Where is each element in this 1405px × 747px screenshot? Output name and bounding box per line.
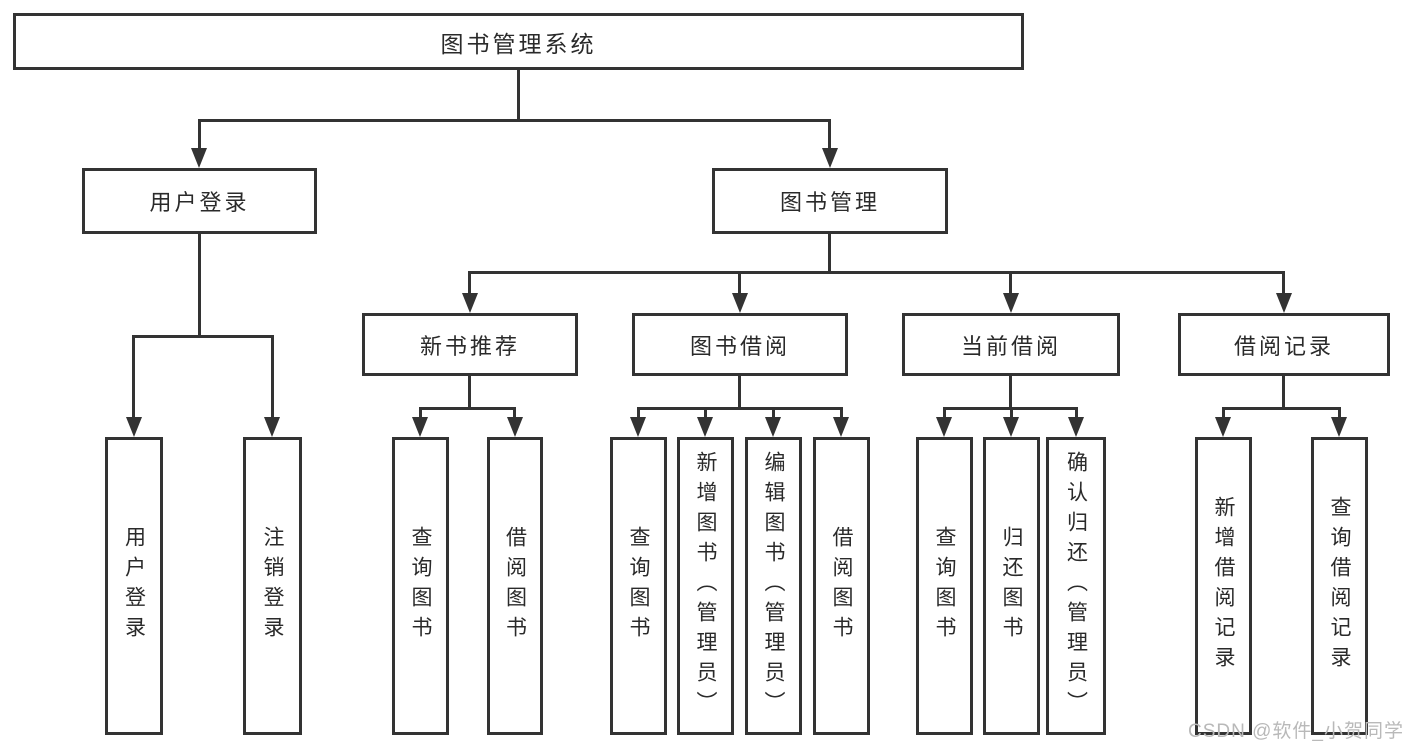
connector-line: [271, 335, 274, 419]
arrow-down-icon: [1331, 417, 1347, 437]
connector-line: [517, 70, 520, 122]
arrow-down-icon: [1276, 293, 1292, 313]
connector-line: [1282, 376, 1285, 410]
connector-line: [468, 376, 471, 410]
arrow-down-icon: [732, 293, 748, 313]
leaf-label: 新增图书（管理员）: [694, 451, 717, 721]
connector-line: [468, 271, 1285, 274]
arrow-down-icon: [1003, 293, 1019, 313]
connector-line: [198, 119, 831, 122]
leaf-edit-book-admin: 编辑图书（管理员）: [745, 437, 802, 735]
arrow-down-icon: [630, 417, 646, 437]
leaf-confirm-return-admin: 确认归还（管理员）: [1046, 437, 1106, 735]
node-label: 图书管理: [779, 190, 880, 215]
leaf-query-books-recommend: 查询图书: [392, 437, 449, 735]
node-library-management-system: 图书管理系统: [13, 13, 1024, 70]
node-label: 借阅记录: [1233, 333, 1334, 359]
connector-line: [132, 335, 135, 419]
node-label: 新书推荐: [419, 333, 520, 359]
arrow-down-icon: [462, 293, 478, 313]
connector-line: [198, 119, 201, 152]
connector-line: [840, 407, 843, 421]
connector-line: [1009, 376, 1012, 410]
connector-line: [1010, 407, 1013, 421]
node-current-borrowing: 当前借阅: [902, 313, 1120, 376]
leaf-label: 查询图书: [627, 526, 650, 646]
connector-line: [738, 376, 741, 410]
node-book-management: 图书管理: [712, 168, 948, 234]
leaf-query-borrow-record: 查询借阅记录: [1311, 437, 1368, 735]
arrow-down-icon: [1068, 417, 1084, 437]
node-new-book-recommendation: 新书推荐: [362, 313, 578, 376]
leaf-add-book-admin: 新增图书（管理员）: [677, 437, 734, 735]
connector-line: [1222, 407, 1341, 410]
connector-line: [419, 407, 516, 410]
leaf-label: 查询借阅记录: [1328, 496, 1351, 676]
arrow-down-icon: [191, 148, 207, 168]
arrow-down-icon: [126, 417, 142, 437]
arrow-down-icon: [1215, 417, 1231, 437]
leaf-label: 查询图书: [409, 526, 432, 646]
leaf-label: 用户登录: [122, 526, 146, 646]
node-label: 用户登录: [149, 190, 250, 215]
leaf-label: 注销登录: [261, 526, 284, 646]
connector-line: [513, 407, 516, 421]
node-label: 当前借阅: [960, 333, 1061, 359]
node-book-borrowing: 图书借阅: [632, 313, 848, 376]
node-borrowing-records: 借阅记录: [1178, 313, 1390, 376]
leaf-borrow-books-borrowing: 借阅图书: [813, 437, 870, 735]
leaf-label: 归还图书: [1000, 526, 1023, 646]
leaf-borrow-books-recommend: 借阅图书: [487, 437, 543, 735]
connector-line: [704, 407, 707, 421]
leaf-label: 借阅图书: [830, 526, 853, 646]
arrow-down-icon: [936, 417, 952, 437]
connector-line: [468, 271, 471, 297]
node-user-login: 用户登录: [82, 168, 317, 234]
connector-line: [1075, 407, 1078, 421]
connector-line: [132, 335, 274, 338]
arrow-down-icon: [697, 417, 713, 437]
connector-line: [943, 407, 946, 421]
leaf-label: 新增借阅记录: [1212, 496, 1235, 676]
connector-line: [828, 119, 831, 152]
connector-line: [1222, 407, 1225, 421]
arrow-down-icon: [833, 417, 849, 437]
node-label: 图书管理系统: [440, 30, 597, 57]
connector-line: [637, 407, 640, 421]
connector-line: [738, 271, 741, 297]
leaf-query-books-borrowing: 查询图书: [610, 437, 667, 735]
leaf-label: 借阅图书: [503, 526, 527, 646]
arrow-down-icon: [822, 148, 838, 168]
leaf-label: 查询图书: [933, 526, 956, 646]
arrow-down-icon: [1003, 417, 1019, 437]
arrow-down-icon: [765, 417, 781, 437]
connector-line: [828, 234, 831, 274]
connector-line: [419, 407, 422, 421]
leaf-add-borrow-record: 新增借阅记录: [1195, 437, 1252, 735]
connector-line: [772, 407, 775, 421]
arrow-down-icon: [264, 417, 280, 437]
arrow-down-icon: [507, 417, 523, 437]
connector-line: [1282, 271, 1285, 297]
leaf-label: 确认归还（管理员）: [1064, 451, 1088, 721]
csdn-watermark: CSDN @软件_小贺同学: [1188, 721, 1404, 742]
connector-line: [1009, 271, 1012, 297]
connector-line: [637, 407, 843, 410]
connector-line: [1338, 407, 1341, 421]
leaf-return-books: 归还图书: [983, 437, 1040, 735]
leaf-logout-login: 注销登录: [243, 437, 302, 735]
node-label: 图书借阅: [689, 333, 790, 359]
leaf-label: 编辑图书（管理员）: [762, 451, 785, 721]
leaf-user-login: 用户登录: [105, 437, 163, 735]
connector-line: [198, 234, 201, 338]
arrow-down-icon: [412, 417, 428, 437]
leaf-query-books-current: 查询图书: [916, 437, 973, 735]
